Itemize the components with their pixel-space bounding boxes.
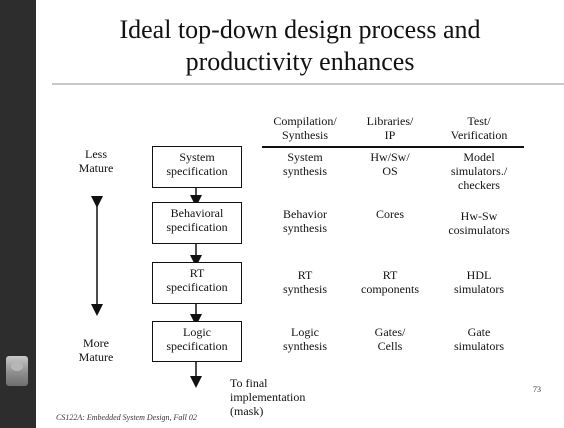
slide-title-line-2: productivity enhances [185, 47, 415, 76]
final-implementation-label: To final implementation (mask) [230, 376, 306, 418]
cell-gate-simulators: Gate simulators [454, 325, 504, 353]
slide-logo-image [6, 356, 28, 386]
system-specification-box: System specification [152, 146, 242, 188]
header-compilation-synthesis: Compilation/ Synthesis [273, 114, 337, 142]
header-test-verification: Test/ Verification [450, 114, 508, 142]
cell-behavior-synthesis: Behavior synthesis [282, 207, 327, 235]
slide-title-line-1: Ideal top-down design process and [119, 15, 481, 44]
cell-gates-cells: Gates/ Cells [374, 325, 406, 353]
cell-rt-synthesis: RT synthesis [282, 268, 327, 296]
behavioral-specification-box: Behavioral specification [152, 202, 242, 244]
header-libraries-ip: Libraries/ IP [366, 114, 414, 142]
cell-rt-components: RT components [361, 268, 419, 296]
slide-footer: CS122A: Embedded System Design, Fall 02 [56, 413, 197, 422]
cell-hdl-simulators: HDL simulators [454, 268, 504, 296]
page-number: 73 [533, 385, 541, 394]
cell-model-simulators-checkers: Model simulators./ checkers [450, 150, 508, 192]
cell-hw-sw-cosimulators: Hw-Sw cosimulators [448, 209, 510, 237]
header-underline [262, 146, 524, 148]
title-divider [52, 83, 564, 85]
cell-system-synthesis: System synthesis [282, 150, 327, 178]
cell-hw-sw-os: Hw/Sw/ OS [370, 150, 410, 178]
less-mature-label: Less Mature [78, 147, 114, 175]
rt-specification-box: RT specification [152, 262, 242, 304]
more-mature-label: More Mature [78, 336, 114, 364]
logic-specification-box: Logic specification [152, 321, 242, 362]
cell-cores: Cores [376, 207, 404, 221]
slide-title: Ideal top-down design process and produc… [36, 14, 564, 78]
cell-logic-synthesis: Logic synthesis [282, 325, 327, 353]
